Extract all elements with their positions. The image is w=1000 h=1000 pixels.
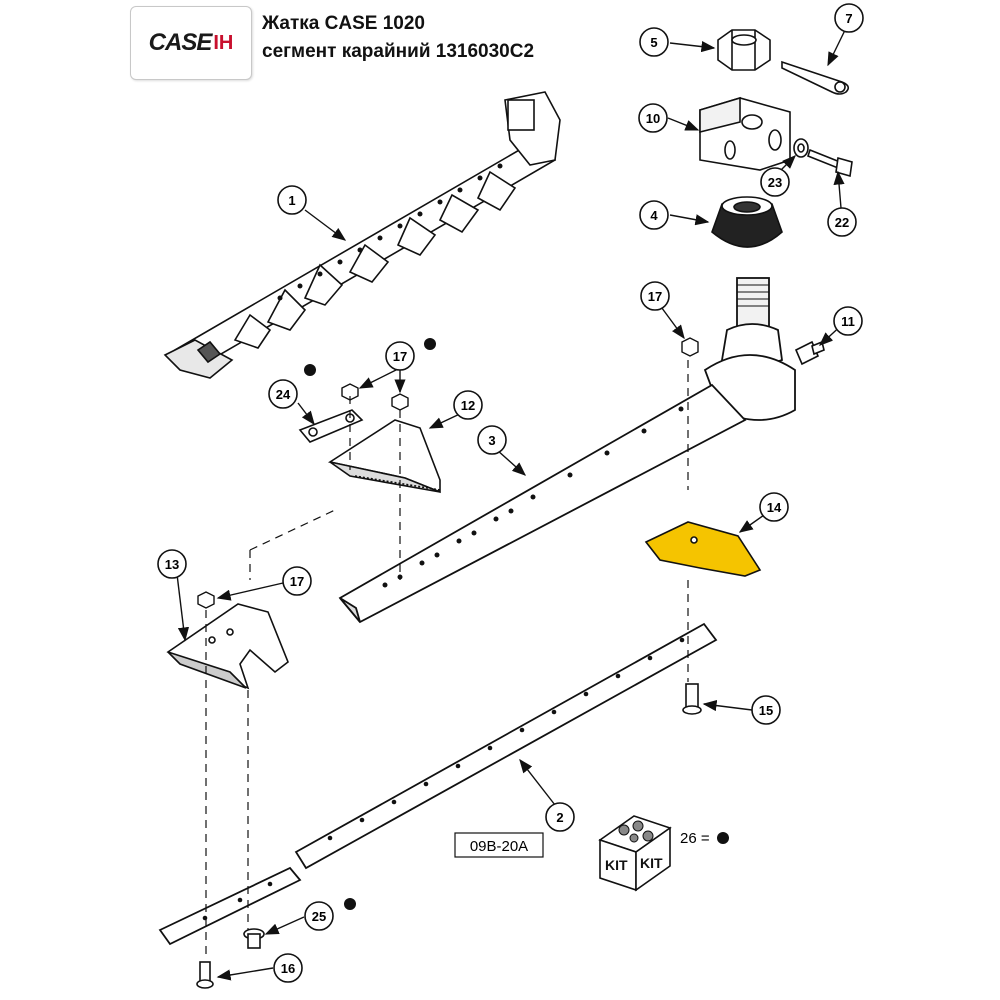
callout-3-label: 3 xyxy=(488,433,495,448)
callout-17-low: 17 xyxy=(282,566,312,596)
part-nut-17-top xyxy=(681,337,699,357)
part-castle-nut xyxy=(717,29,771,71)
part-segment-12 xyxy=(327,419,441,494)
part-nut-17-low xyxy=(197,591,215,609)
callout-1: 1 xyxy=(277,185,307,215)
callout-2-label: 2 xyxy=(556,810,563,825)
callout-25: 25 xyxy=(304,901,334,931)
callout-10-label: 10 xyxy=(646,111,660,126)
logo-bars: IH xyxy=(213,31,234,54)
callout-17-low-label: 17 xyxy=(290,574,304,589)
part-washer xyxy=(793,138,809,158)
part-cotter-pin xyxy=(781,60,850,95)
alignment-lines xyxy=(205,360,689,960)
callout-17-top-label: 17 xyxy=(648,289,662,304)
callout-13: 13 xyxy=(157,549,187,579)
part-rivet-25 xyxy=(243,928,265,949)
part-plate xyxy=(298,409,364,443)
kit-label-left: KIT xyxy=(605,857,628,873)
callout-12-label: 12 xyxy=(461,398,475,413)
kit-box: KIT KIT xyxy=(598,815,672,892)
callout-13-label: 13 xyxy=(165,557,179,572)
kit-legend: 26 = xyxy=(680,830,710,847)
callout-17-mid: 17 xyxy=(385,341,415,371)
reference-label-box: 09B-20A xyxy=(454,832,544,858)
callout-15-label: 15 xyxy=(759,703,773,718)
kit-dot-markers xyxy=(304,338,729,910)
kit-label-right: KIT xyxy=(640,855,663,871)
callout-24-label: 24 xyxy=(276,387,291,402)
callout-5-label: 5 xyxy=(650,35,657,50)
part-segment-13 xyxy=(166,603,289,690)
callout-16: 16 xyxy=(273,953,303,983)
callout-1-label: 1 xyxy=(288,193,295,208)
logo-text: CASE xyxy=(148,29,213,56)
callout-25-label: 25 xyxy=(312,909,326,924)
title-line-2: сегмент карайний 1316030C2 xyxy=(262,41,535,62)
part-bushing xyxy=(711,196,783,248)
callout-15: 15 xyxy=(751,695,781,725)
callout-23-label: 23 xyxy=(768,175,782,190)
page-title: Жатка CASE 1020 сегмент карайний 1316030… xyxy=(262,10,534,66)
callout-16-label: 16 xyxy=(281,961,295,976)
callout-22-label: 22 xyxy=(835,215,849,230)
callout-23: 23 xyxy=(760,167,790,197)
part-bolt xyxy=(807,148,853,178)
callout-2: 2 xyxy=(545,802,575,832)
callout-5: 5 xyxy=(639,27,669,57)
callout-4: 4 xyxy=(639,200,669,230)
callout-17-top: 17 xyxy=(640,281,670,311)
callout-3: 3 xyxy=(477,425,507,455)
part-grease-fitting xyxy=(794,340,825,366)
case-ih-logo: CASE IH xyxy=(130,6,252,80)
callout-22: 22 xyxy=(827,207,857,237)
callout-17-mid-label: 17 xyxy=(393,349,407,364)
callout-11-label: 11 xyxy=(841,314,855,329)
callout-14: 14 xyxy=(759,492,789,522)
callout-14-label: 14 xyxy=(767,500,782,515)
part-segment-14-highlighted xyxy=(644,521,762,577)
callout-12: 12 xyxy=(453,390,483,420)
part-knife-bar xyxy=(158,622,718,946)
callout-7-label: 7 xyxy=(845,11,852,26)
part-knife-head xyxy=(338,277,796,624)
part-nut-17-mid xyxy=(341,383,409,411)
callout-7: 7 xyxy=(834,3,864,33)
callout-11: 11 xyxy=(833,306,863,336)
callout-10: 10 xyxy=(638,103,668,133)
callout-24: 24 xyxy=(268,379,298,409)
part-knife-assembly xyxy=(163,91,561,379)
callout-4-label: 4 xyxy=(650,208,658,223)
part-bolt-15 xyxy=(682,683,702,715)
reference-label: 09B-20A xyxy=(470,838,528,855)
part-bolt-16 xyxy=(196,961,214,989)
part-guide-block xyxy=(699,96,791,171)
title-line-1: Жатка CASE 1020 xyxy=(262,13,425,34)
